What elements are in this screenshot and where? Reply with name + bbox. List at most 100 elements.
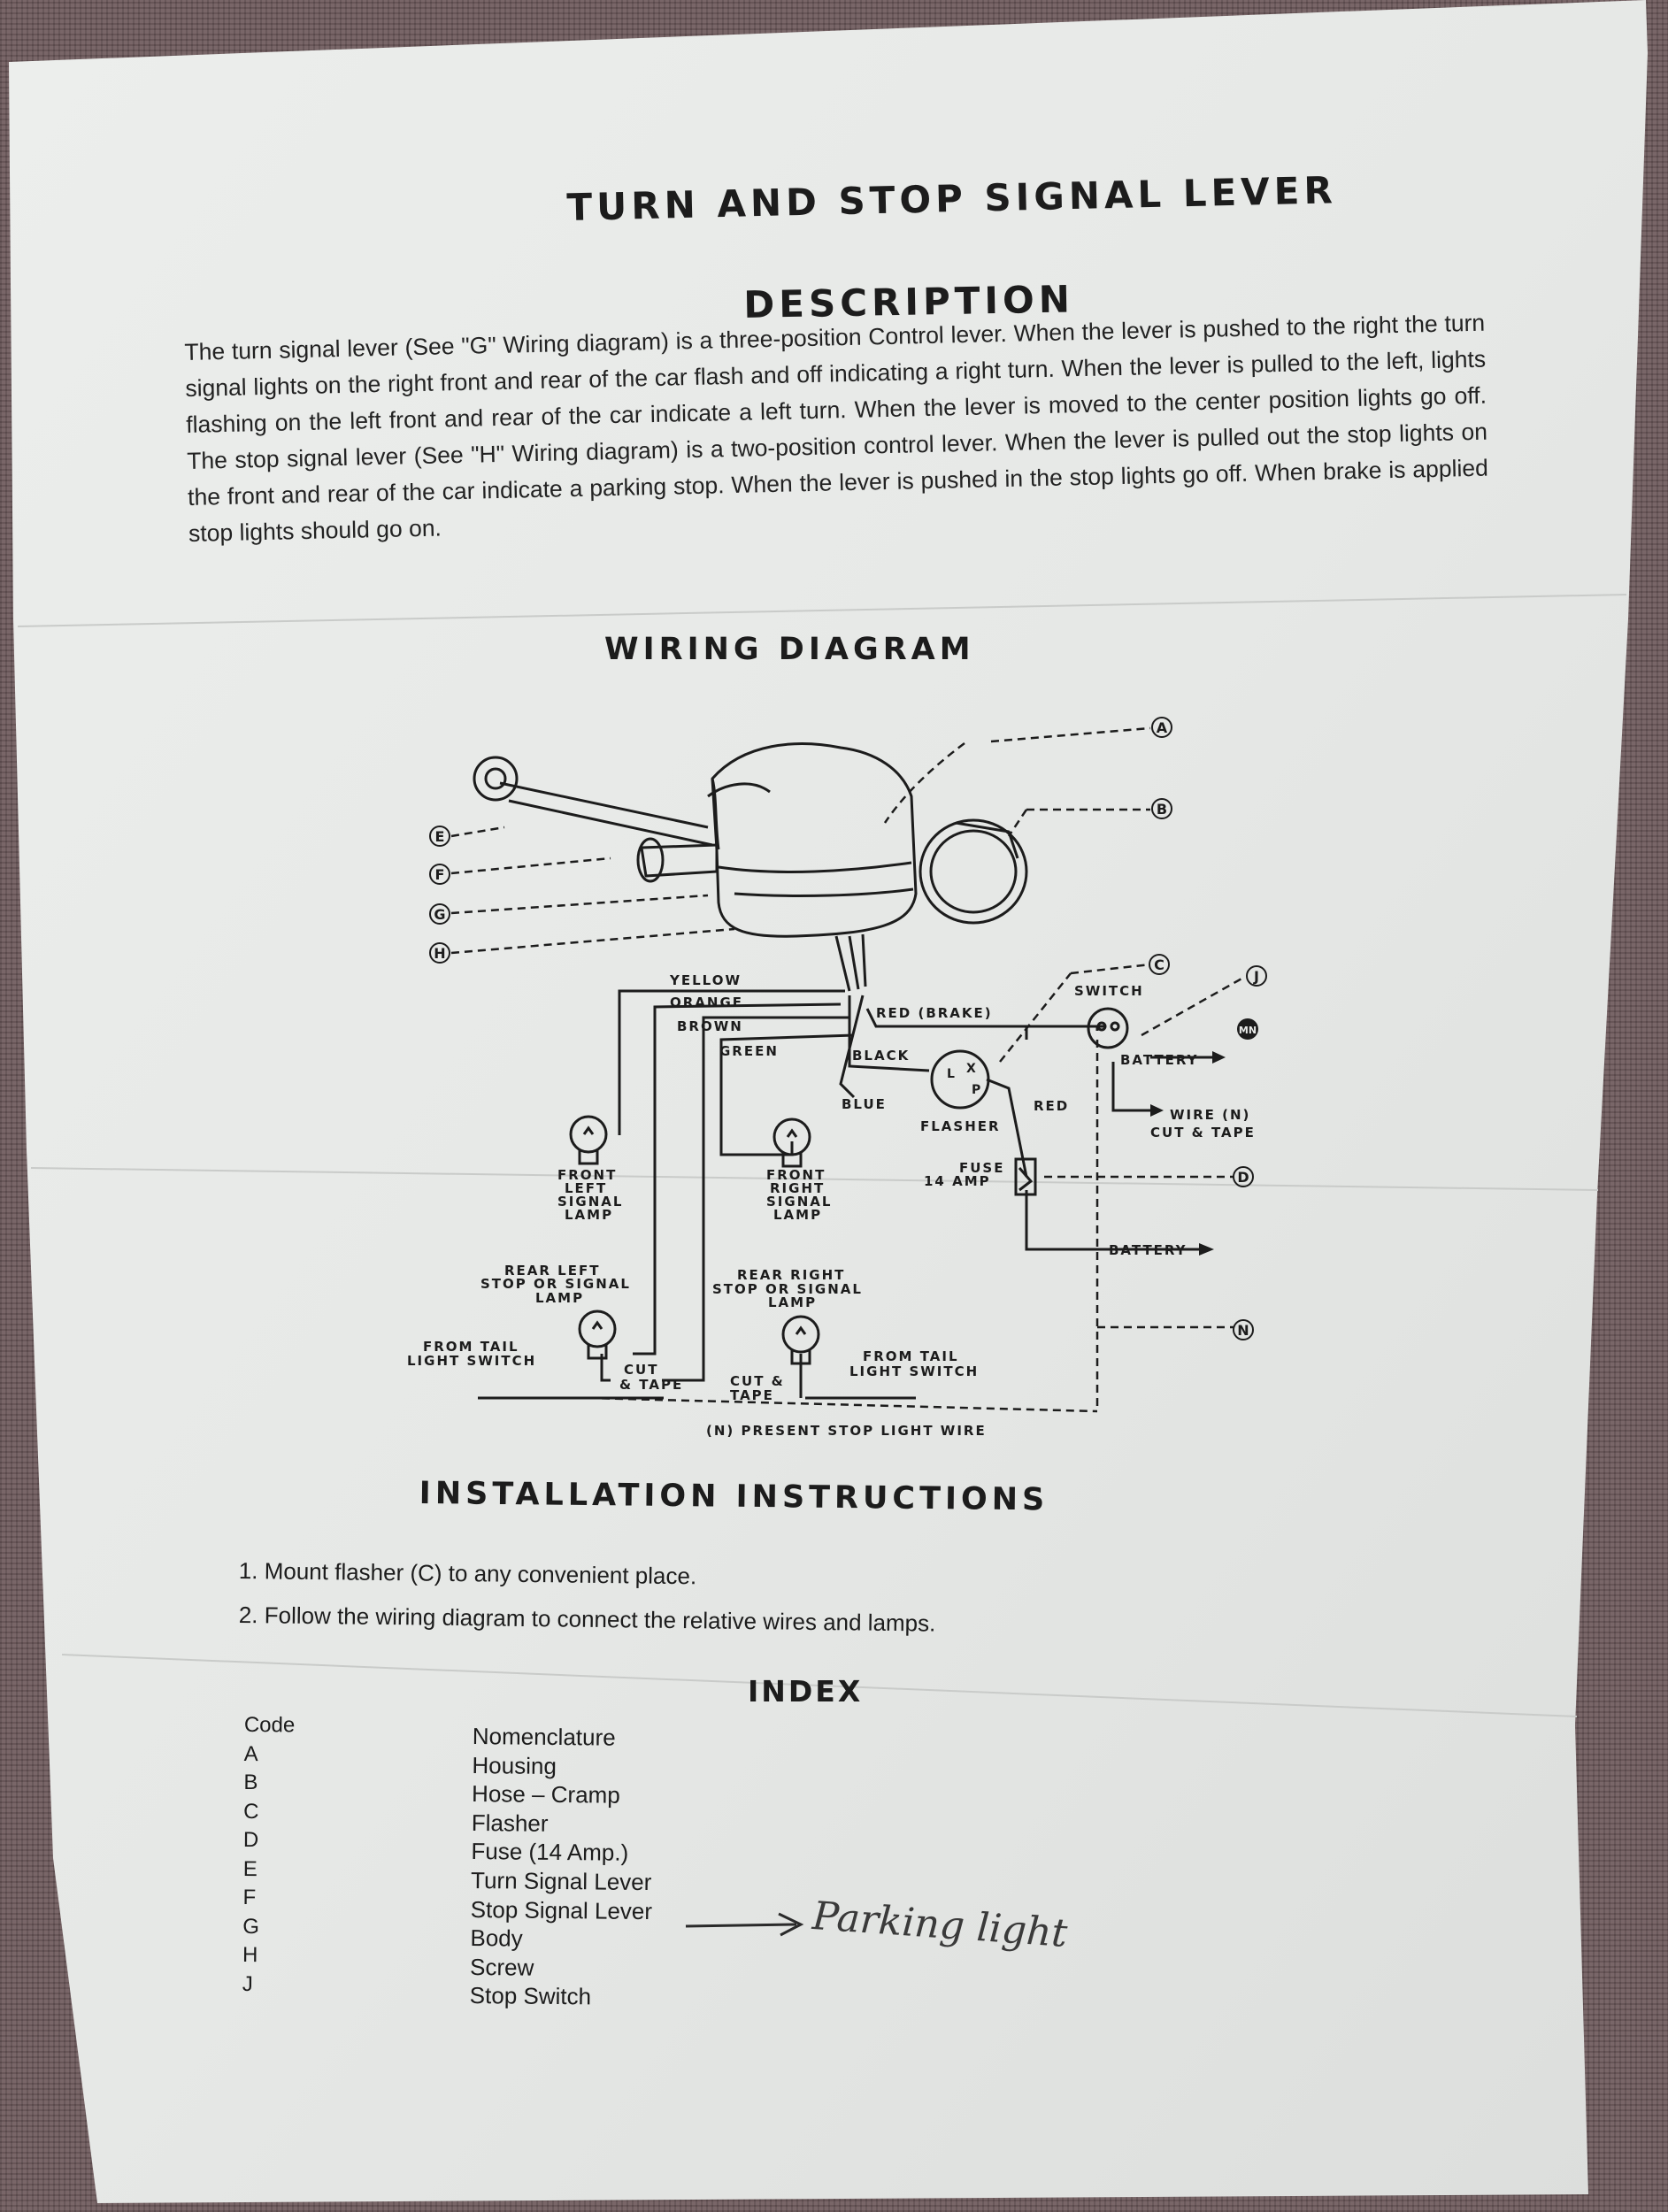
index-code: H	[242, 1942, 258, 1968]
callout-leaders	[450, 726, 1244, 1413]
from-tail-right-label: FROM TAIL	[863, 1348, 959, 1364]
lamp-rear-right	[781, 1315, 820, 1365]
index-code: B	[243, 1770, 258, 1795]
callout-j: J	[1246, 965, 1267, 987]
callout-e: E	[429, 826, 450, 847]
rear-right-lamp-label: REAR RIGHT	[737, 1267, 845, 1283]
callout-markers: A B C D E F G H J N MN	[429, 717, 1267, 1340]
svg-text:C: C	[1154, 956, 1165, 973]
svg-text:STOP OR SIGNAL: STOP OR SIGNAL	[480, 1276, 631, 1292]
index-name: Hose – Cramp	[471, 1780, 620, 1809]
terminal-l: L	[947, 1067, 955, 1081]
fold-line	[30, 1167, 1599, 1191]
index-name: Stop Switch	[469, 1982, 592, 2010]
svg-text:STOP OR SIGNAL: STOP OR SIGNAL	[712, 1281, 863, 1297]
wires	[478, 989, 1212, 1400]
index-code-header: Code	[243, 1713, 296, 1738]
flasher-label: FLASHER	[920, 1118, 1001, 1134]
flasher-terminals: L X P	[947, 1062, 980, 1097]
index-name: Housing	[472, 1751, 557, 1779]
svg-text:E: E	[435, 828, 445, 845]
front-left-lamp-label: FRONT	[557, 1167, 617, 1183]
index-code-column: Code A B C D E F G H J	[242, 1711, 296, 1999]
wire-label-blue: BLUE	[842, 1096, 887, 1112]
svg-text:SIGNAL: SIGNAL	[557, 1194, 623, 1210]
svg-text:LEFT: LEFT	[565, 1180, 607, 1196]
index-code: G	[242, 1914, 260, 1939]
present-stop-light-label: (N) PRESENT STOP LIGHT WIRE	[706, 1423, 987, 1439]
wire-label-yellow: YELLOW	[669, 972, 742, 988]
fold-line	[17, 594, 1627, 627]
lamp-rear-left	[578, 1310, 617, 1360]
terminal-x: X	[966, 1062, 976, 1076]
index-name: Turn Signal Lever	[470, 1866, 652, 1896]
index-code: C	[243, 1799, 259, 1824]
svg-text:TAPE: TAPE	[730, 1387, 774, 1403]
battery-arrows	[1150, 1051, 1226, 1256]
battery-label-bottom: BATTERY	[1109, 1242, 1188, 1258]
cut-tape-left-label: CUT	[624, 1362, 658, 1378]
wire-label-red-brake: RED (BRAKE)	[876, 1005, 993, 1021]
index-name: Stop Signal Lever	[470, 1895, 653, 1924]
svg-text:G: G	[434, 906, 445, 923]
lever-assembly-drawing	[473, 742, 1028, 992]
index-code: E	[242, 1856, 258, 1881]
callout-b: B	[1151, 798, 1172, 819]
svg-text:RIGHT: RIGHT	[770, 1180, 825, 1196]
battery-label-top: BATTERY	[1120, 1052, 1199, 1068]
index-code: A	[243, 1741, 258, 1766]
fuse-label-1: FUSE	[959, 1160, 1004, 1176]
callout-f: F	[429, 864, 450, 885]
svg-text:LAMP: LAMP	[535, 1290, 584, 1306]
index-code: D	[242, 1827, 259, 1853]
installation-heading: INSTALLATION INSTRUCTIONS	[419, 1476, 1049, 1518]
wire-label-black: BLACK	[852, 1048, 910, 1064]
cut-tape-label: CUT & TAPE	[1150, 1125, 1256, 1141]
svg-text:J: J	[1253, 968, 1259, 985]
svg-text:H: H	[434, 945, 445, 962]
wire-label-red: RED	[1034, 1098, 1069, 1114]
callout-n: N	[1233, 1319, 1254, 1340]
wire-label-brown: BROWN	[677, 1018, 743, 1034]
svg-text:SIGNAL: SIGNAL	[766, 1194, 832, 1210]
wire-label-orange: ORANGE	[670, 995, 743, 1010]
index-name-header: Nomenclature	[472, 1723, 616, 1751]
handwritten-arrow-icon	[685, 1912, 804, 1937]
svg-text:D: D	[1237, 1169, 1249, 1186]
fold-line	[61, 1654, 1578, 1717]
svg-text:LIGHT SWITCH: LIGHT SWITCH	[849, 1363, 979, 1379]
index-code: J	[242, 1971, 253, 1996]
callout-h: H	[429, 942, 450, 964]
svg-text:B: B	[1157, 801, 1167, 818]
index-code: F	[242, 1885, 257, 1910]
callout-d: D	[1233, 1166, 1254, 1187]
switch-label: SWITCH	[1074, 983, 1144, 999]
lamp-front-right	[773, 1118, 811, 1168]
svg-text:LAMP: LAMP	[768, 1294, 817, 1310]
index-name: Screw	[469, 1953, 534, 1981]
lamp-front-left	[569, 1115, 608, 1165]
flasher	[930, 1049, 990, 1110]
stop-switch	[1087, 1007, 1129, 1049]
index-name: Flasher	[471, 1809, 549, 1837]
svg-text:F: F	[435, 866, 445, 883]
from-tail-left-label: FROM TAIL	[423, 1339, 519, 1355]
svg-text:LIGHT SWITCH: LIGHT SWITCH	[407, 1353, 536, 1369]
instruction-step-1: 1. Mount flasher (C) to any convenient p…	[238, 1557, 697, 1590]
callout-a: A	[1151, 717, 1172, 738]
svg-text:& TAPE: & TAPE	[619, 1377, 683, 1393]
fuse-label-2: 14 AMP	[924, 1173, 991, 1189]
wire-n-label: WIRE (N)	[1170, 1107, 1250, 1123]
callout-g: G	[429, 903, 450, 925]
callout-c: C	[1149, 954, 1170, 975]
index-heading: INDEX	[748, 1674, 864, 1709]
cut-tape-right-label: CUT &	[730, 1373, 785, 1389]
svg-text:A: A	[1157, 719, 1168, 736]
svg-text:N: N	[1237, 1322, 1249, 1339]
wire-labels: YELLOW ORANGE BROWN GREEN RED (BRAKE) BL…	[669, 972, 1069, 1114]
front-right-lamp-label: FRONT	[766, 1167, 826, 1183]
svg-text:MN: MN	[1239, 1025, 1257, 1036]
